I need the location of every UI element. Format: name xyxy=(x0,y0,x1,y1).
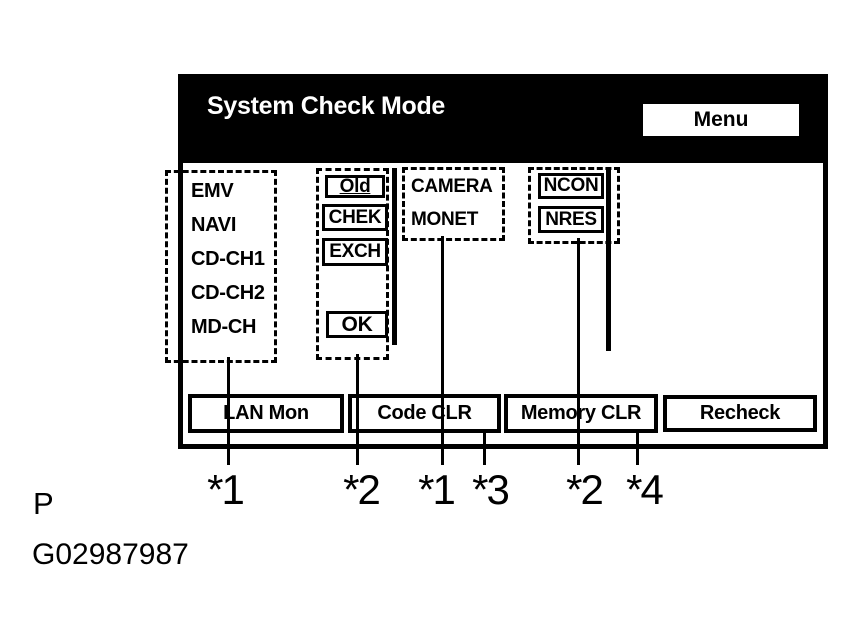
nres-button[interactable]: NRES xyxy=(538,206,604,233)
callout-line-memory-clr xyxy=(636,430,639,465)
callout-label-3: *1 xyxy=(418,466,456,513)
callout-label-2: *2 xyxy=(343,466,381,513)
aux-device-list: CAMERA MONET xyxy=(411,170,493,236)
figure-id: G02987987 xyxy=(32,538,189,571)
ok-button[interactable]: OK xyxy=(326,311,388,338)
callout-label-1: *1 xyxy=(207,466,245,513)
callout-line-aux-devices xyxy=(441,236,444,465)
callout-line-device-list xyxy=(227,357,230,465)
callout-line-code-clr xyxy=(483,430,486,465)
memory-clr-button[interactable]: Memory CLR xyxy=(504,394,658,433)
old-button-label: Old xyxy=(339,175,371,197)
exch-button[interactable]: EXCH xyxy=(322,238,388,266)
device-item-emv: EMV xyxy=(191,180,234,202)
column-divider-right xyxy=(606,170,611,351)
ncon-button[interactable]: NCON xyxy=(538,173,604,199)
device-item-cd-ch2: CD-CH2 xyxy=(191,282,265,304)
aux-devices-callout-box xyxy=(402,167,505,241)
column-divider-left xyxy=(392,168,397,345)
lan-mon-button[interactable]: LAN Mon xyxy=(188,394,344,433)
device-list: EMV NAVI CD-CH1 CD-CH2 MD-CH xyxy=(191,174,265,344)
device-list-callout-box xyxy=(165,170,277,363)
callout-line-network-column xyxy=(577,238,580,465)
callout-line-status-column xyxy=(356,354,359,465)
aux-item-camera: CAMERA xyxy=(411,176,493,197)
callout-label-5: *2 xyxy=(566,466,604,513)
code-clr-button[interactable]: Code CLR xyxy=(348,394,501,433)
network-column-callout-box xyxy=(528,167,620,244)
device-item-cd-ch1: CD-CH1 xyxy=(191,248,265,270)
aux-item-monet: MONET xyxy=(411,209,479,230)
part-marker: P xyxy=(33,486,54,521)
device-item-md-ch: MD-CH xyxy=(191,316,257,338)
device-item-navi: NAVI xyxy=(191,214,237,236)
page-title: System Check Mode xyxy=(207,92,446,120)
old-button[interactable]: Old xyxy=(325,175,385,198)
recheck-button[interactable]: Recheck xyxy=(663,395,817,432)
menu-button[interactable]: Menu xyxy=(643,104,799,136)
callout-label-6: *4 xyxy=(626,466,664,513)
chek-button[interactable]: CHEK xyxy=(322,204,388,231)
callout-label-4: *3 xyxy=(472,466,510,513)
